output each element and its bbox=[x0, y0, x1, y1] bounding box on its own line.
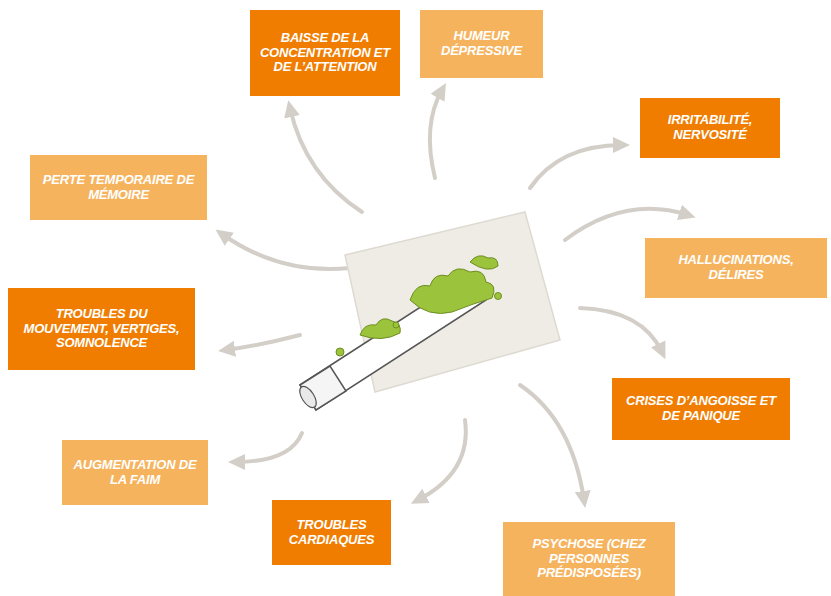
effect-box: CRISES D’ANGOISSE ET DE PANIQUE bbox=[612, 378, 790, 440]
effect-box: PERTE TEMPORAIRE DE MÉMOIRE bbox=[30, 155, 207, 220]
effect-box: IRRITABILITÉ, NERVOSITÉ bbox=[640, 98, 780, 158]
effect-box: PSYCHOSE (CHEZ PERSONNES PRÉDISPOSÉES) bbox=[503, 522, 675, 596]
effect-label: TROUBLES CARDIAQUES bbox=[280, 518, 383, 548]
effect-box: TROUBLES CARDIAQUES bbox=[272, 500, 391, 565]
effect-label: BAISSE DE LA CONCENTRATION ET DE L’ATTEN… bbox=[258, 31, 392, 76]
effect-label: HUMEUR DÉPRESSIVE bbox=[428, 29, 535, 59]
effect-box: HALLUCINATIONS, DÉLIRES bbox=[645, 238, 827, 298]
effect-label: HALLUCINATIONS, DÉLIRES bbox=[653, 253, 819, 283]
effect-box: BAISSE DE LA CONCENTRATION ET DE L’ATTEN… bbox=[250, 10, 400, 96]
effect-label: PSYCHOSE (CHEZ PERSONNES PRÉDISPOSÉES) bbox=[511, 537, 667, 582]
effect-label: TROUBLES DU MOUVEMENT, VERTIGES, SOMNOLE… bbox=[16, 307, 187, 352]
effect-box: AUGMENTATION DE LA FAIM bbox=[62, 440, 208, 505]
effect-label: PERTE TEMPORAIRE DE MÉMOIRE bbox=[38, 173, 199, 203]
effect-box: TROUBLES DU MOUVEMENT, VERTIGES, SOMNOLE… bbox=[8, 288, 195, 370]
effect-label: CRISES D’ANGOISSE ET DE PANIQUE bbox=[620, 394, 782, 424]
effect-box: HUMEUR DÉPRESSIVE bbox=[420, 10, 543, 78]
joint-drawing bbox=[296, 212, 560, 410]
effect-label: AUGMENTATION DE LA FAIM bbox=[70, 458, 200, 488]
effect-label: IRRITABILITÉ, NERVOSITÉ bbox=[648, 113, 772, 143]
